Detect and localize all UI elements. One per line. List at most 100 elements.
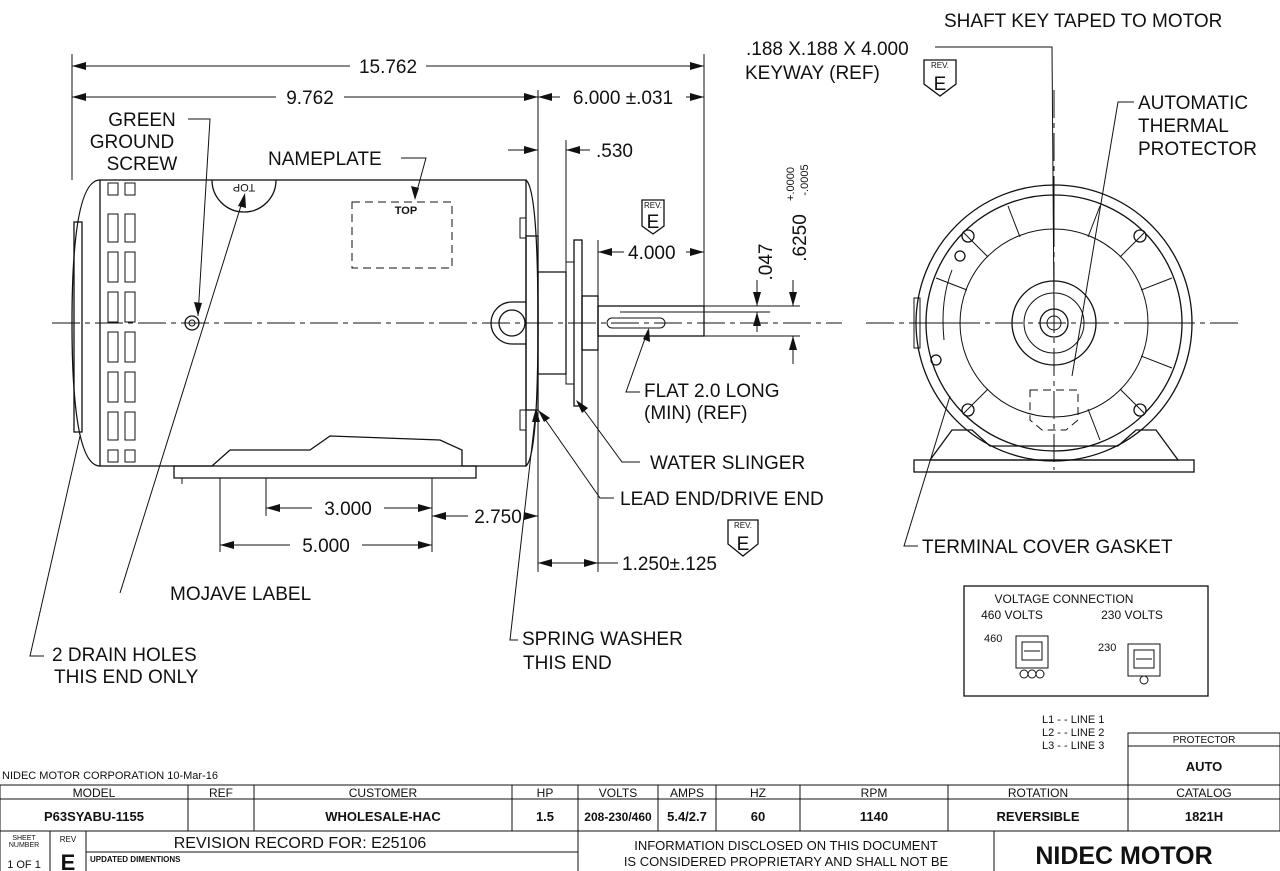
callout-spring-1: SPRING WASHER (522, 629, 683, 650)
header-amps: AMPS (670, 786, 704, 800)
dim-slinger-distance: 1.250±.125 (622, 554, 717, 575)
header-rotation: ROTATION (1008, 786, 1068, 800)
terminal-board-high-icon (1015, 635, 1049, 679)
voltage-low-tag: 230 (1098, 642, 1116, 654)
end-cap (71, 179, 101, 467)
revision-note: UPDATED DIMENTIONS (90, 855, 181, 864)
voltage-connection-box: VOLTAGE CONNECTION 460 VOLTS 230 VOLTS 4… (963, 585, 1209, 697)
callout-spring-2: THIS END (523, 653, 612, 674)
voltage-title: VOLTAGE CONNECTION (995, 592, 1134, 606)
disclaimer-line-1: INFORMATION DISCLOSED ON THIS DOCUMENT (634, 838, 938, 853)
mounting-base (173, 435, 477, 479)
dim-shoulder-offset: .530 (596, 141, 633, 162)
value-rpm: 1140 (860, 809, 888, 824)
rev-label: REV (60, 835, 77, 844)
callout-ground-2: GROUND (90, 132, 174, 153)
rev-badge-2: REV. E (923, 59, 957, 97)
dim-shaft-diameter: .6250 (790, 214, 811, 262)
header-model: MODEL (73, 786, 116, 800)
dim-foot-spacing-a: 3.000 (324, 499, 372, 520)
legend-l2: L2 - - LINE 2 (1042, 727, 1104, 739)
callout-ground-3: SCREW (107, 154, 178, 175)
svg-text:REV.: REV. (734, 521, 752, 530)
conduit-boss (490, 301, 526, 345)
vent-slots (107, 182, 136, 463)
revision-record: REVISION RECORD FOR: E25106 (174, 835, 427, 852)
header-customer: CUSTOMER (349, 786, 418, 800)
brand-name: NIDEC MOTOR (1035, 842, 1212, 870)
callout-drain-2: THIS END ONLY (54, 667, 199, 688)
company-date: NIDEC MOTOR CORPORATION 10-Mar-16 (2, 770, 218, 782)
callout-ground-1: GREEN (108, 110, 176, 131)
shaft-flat (606, 317, 666, 329)
terminal-board-low-icon (1127, 643, 1161, 685)
rev-badge-3: REV. E (727, 519, 759, 557)
mojave-top-mark: TOP (233, 181, 255, 193)
dim-shaft-tol-minus: -.0005 (799, 164, 811, 195)
nameplate-top-mark: TOP (395, 205, 417, 217)
end-view-housing (915, 184, 1193, 462)
ground-screw (184, 315, 200, 331)
callout-keyway-2: KEYWAY (REF) (745, 63, 880, 84)
callout-nameplate: NAMEPLATE (268, 149, 382, 170)
svg-text:REV.: REV. (644, 201, 662, 210)
value-amps: 5.4/2.7 (667, 809, 707, 824)
protector-label: PROTECTOR (1173, 735, 1236, 746)
callout-keyway-1: .188 X.188 X 4.000 (746, 39, 909, 60)
header-catalog: CATALOG (1176, 786, 1232, 800)
header-ref: REF (209, 786, 233, 800)
value-volts: 208-230/460 (584, 810, 652, 824)
callout-flat-2: (MIN) (REF) (644, 403, 747, 424)
voltage-high-label: 460 VOLTS (981, 608, 1043, 622)
svg-text:REV.: REV. (931, 61, 949, 70)
legend-l3: L3 - - LINE 3 (1042, 740, 1104, 752)
sheet-value: 1 OF 1 (7, 859, 41, 871)
conduit-tab (73, 221, 83, 433)
header-rpm: RPM (861, 786, 888, 800)
legend-l1: L1 - - LINE 1 (1042, 714, 1104, 726)
value-rotation: REVERSIBLE (996, 809, 1079, 824)
value-catalog: 1821H (1185, 809, 1223, 824)
header-hp: HP (537, 786, 554, 800)
rev-badge-1: REV. E (641, 199, 665, 235)
shaft (597, 305, 705, 337)
end-view-base (928, 429, 1180, 461)
leader-lines (29, 46, 1134, 657)
header-hz: HZ (750, 786, 766, 800)
callout-thermal-1: AUTOMATIC (1138, 93, 1248, 114)
protector-value: AUTO (1186, 759, 1223, 774)
dim-body-length: 9.762 (286, 88, 334, 109)
side-view: TOP TOP (52, 179, 842, 484)
dim-shaft-extension: 6.000 ±.031 (573, 88, 673, 109)
sheet-label-2: NUMBER (9, 842, 39, 849)
sheet-label-1: SHEET (12, 835, 36, 842)
disclaimer-line-2: IS CONSIDERED PROPRIETARY AND SHALL NOT … (624, 854, 949, 869)
callout-drain-1: 2 DRAIN HOLES (52, 645, 197, 666)
callout-lead-end: LEAD END/DRIVE END (620, 489, 824, 510)
voltage-high-tag: 460 (984, 633, 1002, 645)
dimension-lines: 15.762 9.762 6.000 ±.031 .530 4.000 (71, 54, 811, 575)
callout-flat-1: FLAT 2.0 LONG (644, 381, 780, 402)
line-legend: L1 - - LINE 1 L2 - - LINE 2 L3 - - LINE … (1042, 714, 1104, 752)
voltage-low-label: 230 VOLTS (1101, 608, 1163, 622)
header-volts: VOLTS (599, 786, 637, 800)
end-view (866, 90, 1240, 473)
callouts: SHAFT KEY TAPED TO MOTOR .188 X.188 X 4.… (52, 11, 1257, 688)
svg-text:E: E (737, 534, 750, 555)
callout-thermal-3: PROTECTOR (1138, 139, 1257, 160)
rev-value: E (61, 850, 76, 871)
dim-shaft-tol-plus: +.0000 (785, 167, 797, 201)
svg-text:E: E (934, 74, 947, 95)
callout-thermal-2: THERMAL (1138, 116, 1229, 137)
svg-text:E: E (647, 212, 660, 233)
dim-key-flat-depth: .047 (756, 244, 777, 281)
callout-water-slinger: WATER SLINGER (650, 453, 805, 474)
callout-terminal-gasket: TERMINAL COVER GASKET (922, 537, 1173, 558)
dim-foot-to-end: 2.750 (474, 507, 522, 528)
dim-foot-spacing-b: 5.000 (302, 536, 350, 557)
value-hz: 60 (751, 809, 765, 824)
callout-shaft-key: SHAFT KEY TAPED TO MOTOR (944, 11, 1222, 32)
value-customer: WHOLESALE-HAC (325, 809, 441, 824)
value-hp: 1.5 (536, 809, 554, 824)
